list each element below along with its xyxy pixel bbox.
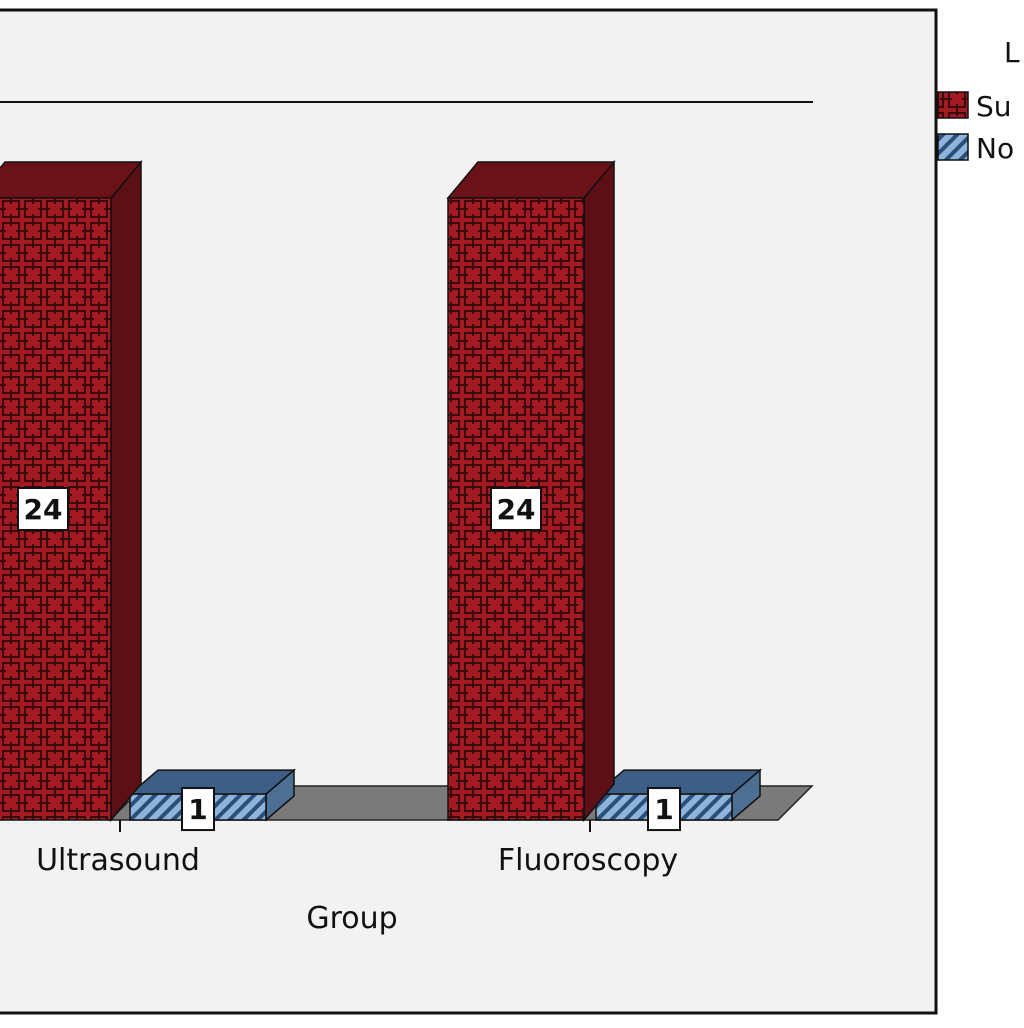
bar-fluoroscopy-series-1-top <box>446 161 616 199</box>
bar-ultrasound-series-1-side <box>110 159 142 823</box>
data-label-box <box>490 487 542 531</box>
x-axis-title: Group <box>306 901 397 936</box>
data-label-ultrasound-series-1: 24 <box>17 487 69 531</box>
legend-label-series-1: Su <box>976 90 1012 123</box>
legend-swatch-series-2 <box>937 133 969 161</box>
data-label-fluoroscopy-series-2: 1 <box>647 787 681 832</box>
x-tick-label-fluoroscopy: Fluoroscopy <box>498 843 678 878</box>
bar-fluoroscopy-series-1-side <box>583 159 615 823</box>
data-labels-group: Ultrasound Fluoroscopy 24 1 24 1 <box>17 487 681 878</box>
legend-label-series-2: No <box>976 132 1014 165</box>
data-label-text: 24 <box>24 493 63 526</box>
data-label-text: 24 <box>497 493 536 526</box>
bar-fluoroscopy-series-1 <box>446 159 616 823</box>
data-label-ultrasound-series-2: 1 <box>181 787 215 832</box>
legend-title: L <box>1004 36 1020 69</box>
data-label-text: 1 <box>188 793 207 826</box>
data-label-box <box>647 787 681 832</box>
x-tick-label-ultrasound: Ultrasound <box>36 843 200 878</box>
legend-swatch-series-1 <box>937 91 969 119</box>
data-label-box <box>181 787 215 832</box>
legend: L Su No <box>937 36 1020 165</box>
data-label-fluoroscopy-series-1: 24 <box>490 487 542 531</box>
data-label-text: 1 <box>654 793 673 826</box>
data-label-box <box>17 487 69 531</box>
